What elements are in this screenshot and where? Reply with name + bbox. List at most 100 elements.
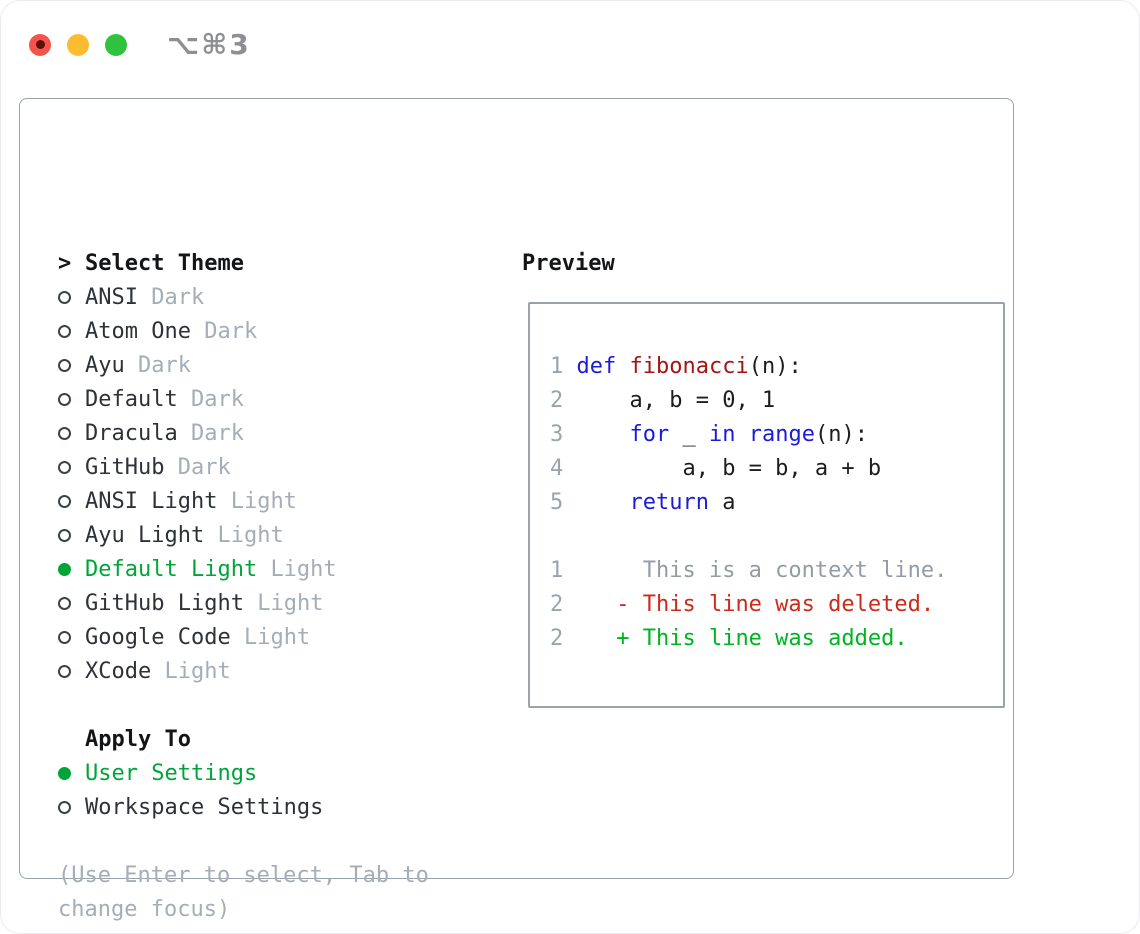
apply-option-user-settings[interactable]: User Settings bbox=[58, 757, 429, 791]
radio-icon bbox=[58, 291, 71, 304]
theme-variant-label: Light bbox=[243, 625, 311, 650]
line-number: 2 bbox=[550, 626, 564, 651]
theme-option-label: ANSI bbox=[85, 285, 138, 310]
theme-variant-label: Light bbox=[217, 523, 284, 548]
line-number: 1 bbox=[550, 354, 564, 379]
theme-option-label: Ayu Light bbox=[85, 523, 205, 548]
theme-variant-label: Light bbox=[257, 591, 324, 616]
code-token-function: fibonacci bbox=[629, 354, 749, 379]
radio-icon bbox=[58, 359, 71, 372]
theme-option-label: Atom One bbox=[85, 319, 191, 344]
radio-icon bbox=[58, 393, 71, 406]
theme-variant-label: Dark bbox=[177, 455, 231, 480]
code-token-plain: a bbox=[708, 490, 736, 515]
theme-option-ansi-light[interactable]: ANSI Light Light bbox=[58, 485, 429, 519]
theme-option-xcode[interactable]: XCode Light bbox=[58, 655, 429, 689]
code-line: 1 def fibonacci(n): bbox=[550, 350, 947, 384]
window-titlebar: ⌥⌘3 bbox=[29, 28, 251, 61]
code-token-plain bbox=[577, 490, 630, 515]
line-number: 4 bbox=[550, 456, 564, 481]
apply-option-workspace-settings[interactable]: Workspace Settings bbox=[58, 791, 429, 825]
theme-option-label: Default bbox=[85, 387, 178, 412]
code-token-plain: _ bbox=[669, 422, 709, 447]
help-line-2: change focus) bbox=[58, 897, 231, 922]
preview-box bbox=[528, 302, 1005, 708]
radio-icon bbox=[58, 325, 71, 338]
line-number: 2 bbox=[550, 388, 564, 413]
theme-option-dracula[interactable]: Dracula Dark bbox=[58, 417, 429, 451]
radio-icon bbox=[58, 529, 71, 542]
theme-option-github[interactable]: GitHub Dark bbox=[58, 451, 429, 485]
theme-option-label: GitHub Light bbox=[85, 591, 244, 616]
apply-to-header: Apply To bbox=[58, 723, 429, 757]
apply-option-label: User Settings bbox=[85, 761, 258, 786]
line-number: 5 bbox=[550, 490, 564, 515]
spacer-row bbox=[58, 689, 429, 723]
diff-line-context: 1 This is a context line. bbox=[550, 554, 947, 588]
radio-selected-icon bbox=[58, 767, 71, 780]
theme-variant-label: Dark bbox=[204, 319, 258, 344]
diff-text: + This line was added. bbox=[616, 626, 908, 651]
code-token-keyword: in bbox=[708, 422, 736, 447]
theme-option-label: Ayu bbox=[85, 353, 125, 378]
code-line: 4 a, b = b, a + b bbox=[550, 452, 947, 486]
focus-caret-icon: > bbox=[58, 251, 72, 276]
theme-option-ansi[interactable]: ANSI Dark bbox=[58, 281, 429, 315]
code-token-keyword: for bbox=[629, 422, 670, 447]
spacer-row bbox=[58, 825, 429, 859]
theme-variant-label: Dark bbox=[190, 387, 244, 412]
theme-option-label: Default Light bbox=[85, 557, 258, 582]
theme-variant-label: Dark bbox=[190, 421, 244, 446]
theme-option-github-light[interactable]: GitHub Light Light bbox=[58, 587, 429, 621]
theme-variant-label: Light bbox=[230, 489, 297, 514]
theme-variant-label: Light bbox=[270, 557, 337, 582]
preview-title: Preview bbox=[522, 251, 615, 276]
radio-icon bbox=[58, 495, 71, 508]
select-theme-header: > Select Theme bbox=[58, 247, 429, 281]
help-line-1: (Use Enter to select, Tab to bbox=[58, 863, 429, 888]
theme-option-default[interactable]: Default Dark bbox=[58, 383, 429, 417]
maximize-button[interactable] bbox=[105, 33, 127, 56]
theme-variant-label: Dark bbox=[138, 353, 191, 378]
code-token-plain bbox=[735, 422, 748, 447]
code-token-plain bbox=[616, 354, 629, 379]
diff-line-deleted: 2 - This line was deleted. bbox=[550, 588, 947, 622]
code-token-plain: (n): bbox=[814, 422, 868, 447]
line-number: 3 bbox=[550, 422, 564, 447]
radio-icon bbox=[58, 427, 71, 440]
line-number: 2 bbox=[550, 592, 564, 617]
close-dot-icon bbox=[35, 40, 45, 49]
theme-option-default-light[interactable]: Default Light Light bbox=[58, 553, 429, 587]
theme-option-label: XCode bbox=[85, 659, 152, 684]
radio-icon bbox=[58, 631, 71, 644]
code-token-plain: a, b = 0, 1 bbox=[576, 388, 776, 413]
minimize-button[interactable] bbox=[67, 33, 89, 56]
radio-icon bbox=[58, 801, 71, 814]
preview-header: Preview bbox=[522, 247, 615, 281]
code-token-plain bbox=[577, 422, 630, 447]
code-line: 3 for _ in range(n): bbox=[550, 418, 947, 452]
code-line: 2 a, b = 0, 1 bbox=[550, 384, 947, 418]
code-token-plain: a, b = b, a + b bbox=[576, 456, 882, 481]
close-button[interactable] bbox=[29, 33, 51, 56]
line-number: 1 bbox=[550, 558, 564, 583]
theme-option-google-code[interactable]: Google Code Light bbox=[58, 621, 429, 655]
diff-text: This is a context line. bbox=[616, 558, 948, 583]
radio-icon bbox=[58, 665, 71, 678]
select-theme-title: Select Theme bbox=[85, 251, 244, 276]
theme-option-label: ANSI Light bbox=[85, 489, 218, 514]
apply-option-label: Workspace Settings bbox=[85, 795, 324, 820]
radio-icon bbox=[58, 461, 71, 474]
theme-option-atom-one[interactable]: Atom One Dark bbox=[58, 315, 429, 349]
code-token-keyword: range bbox=[748, 422, 815, 447]
code-token-plain: (n): bbox=[748, 354, 802, 379]
theme-option-ayu[interactable]: Ayu Dark bbox=[58, 349, 429, 383]
radio-selected-icon bbox=[58, 563, 71, 576]
theme-option-ayu-light[interactable]: Ayu Light Light bbox=[58, 519, 429, 553]
theme-option-label: Google Code bbox=[85, 625, 231, 650]
